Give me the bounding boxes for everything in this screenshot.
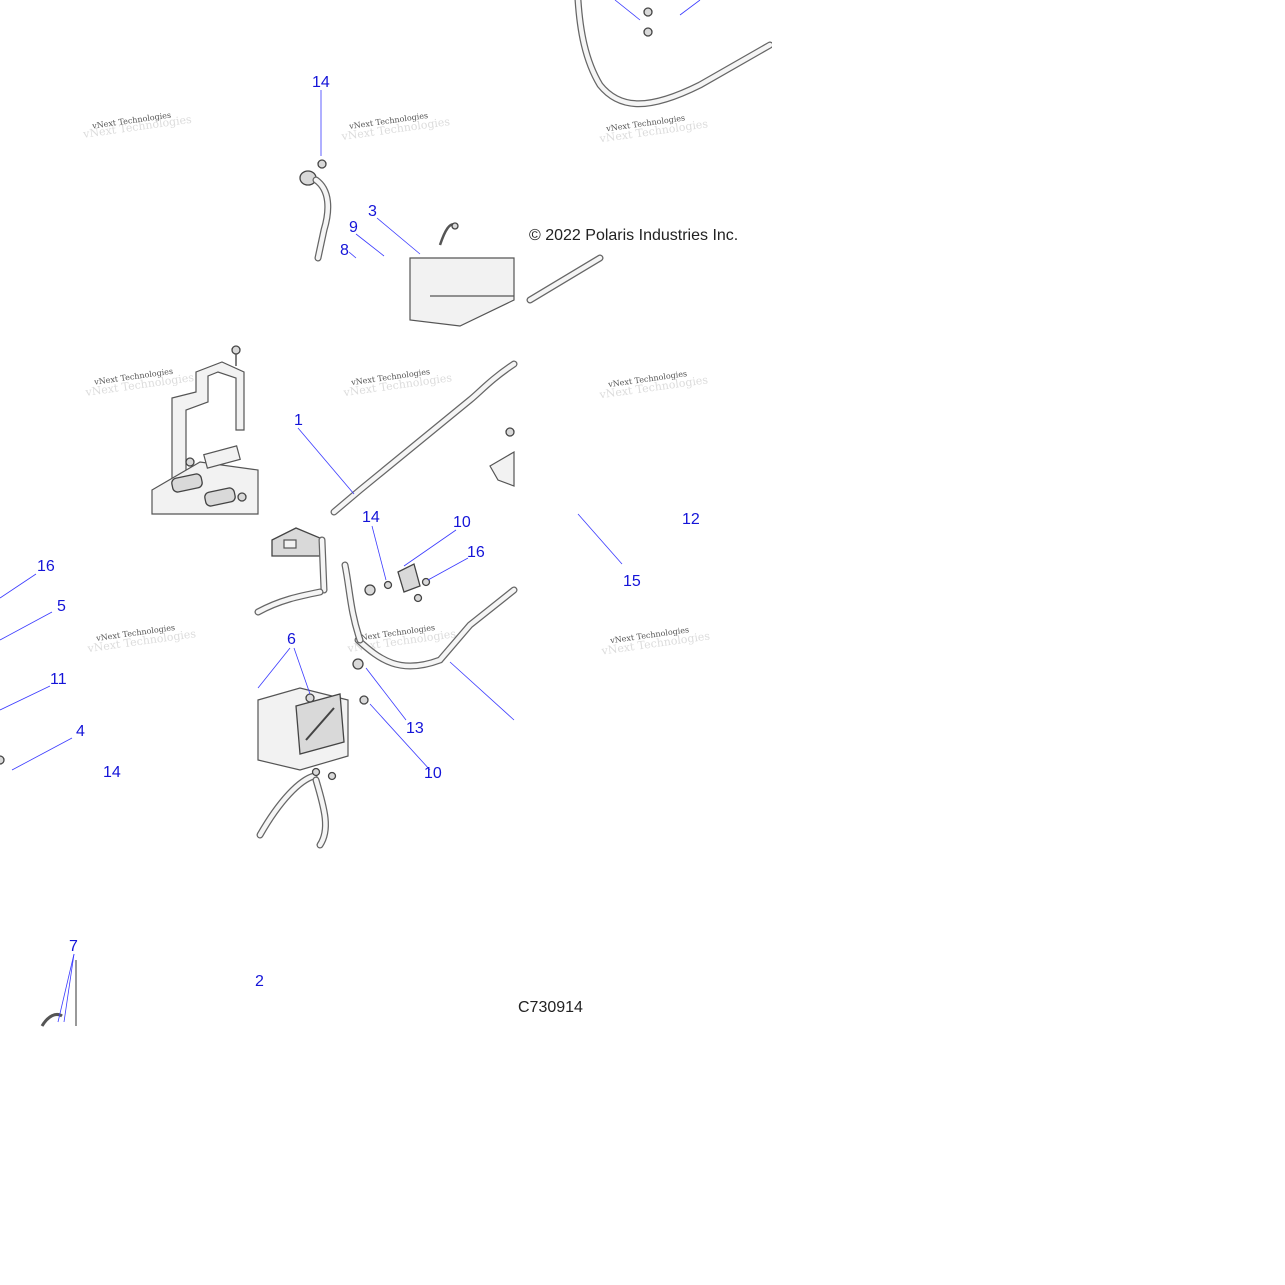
callout-4: 4 — [76, 723, 85, 740]
callout-16: 16 — [37, 558, 55, 575]
callout-7: 7 — [69, 938, 78, 955]
callout-13: 13 — [406, 720, 424, 737]
callout-10: 10 — [453, 514, 471, 531]
callout-14: 14 — [312, 74, 330, 91]
callout-11: 11 — [50, 671, 67, 688]
callout-5: 5 — [57, 598, 66, 615]
harness-cable-lower — [254, 536, 518, 849]
solenoid-bracket — [352, 563, 431, 705]
callout-15: 15 — [623, 573, 641, 590]
battery-tray — [257, 687, 349, 781]
callout-6: 6 — [287, 631, 296, 648]
battery-holddown-strap — [171, 345, 245, 481]
callout-8: 8 — [340, 242, 349, 259]
relay-module — [271, 527, 321, 557]
callout-2: 2 — [255, 973, 264, 990]
callout-labels: 14 3 9 8 1 14 10 16 12 15 16 5 6 11 13 4… — [37, 74, 700, 990]
left-edge-parts — [0, 755, 77, 1027]
battery-box — [409, 222, 515, 327]
main-harness-cable-top — [526, 0, 774, 304]
figure-id: C730914 — [518, 999, 583, 1016]
right-mounting-bracket — [489, 427, 515, 487]
callout-3: 3 — [368, 203, 377, 220]
callout-1: 1 — [294, 412, 303, 429]
copyright-notice: © 2022 Polaris Industries Inc. — [529, 227, 739, 244]
negative-battery-cable — [299, 159, 332, 262]
callout-14: 14 — [103, 764, 121, 781]
callout-12: 12 — [682, 511, 700, 528]
callout-16: 16 — [467, 544, 485, 561]
callout-14: 14 — [362, 509, 380, 526]
callout-10: 10 — [424, 765, 442, 782]
battery — [151, 445, 259, 515]
leader-lines — [0, 90, 623, 1023]
callout-9: 9 — [349, 219, 358, 236]
main-harness-cable-middle — [330, 360, 518, 516]
